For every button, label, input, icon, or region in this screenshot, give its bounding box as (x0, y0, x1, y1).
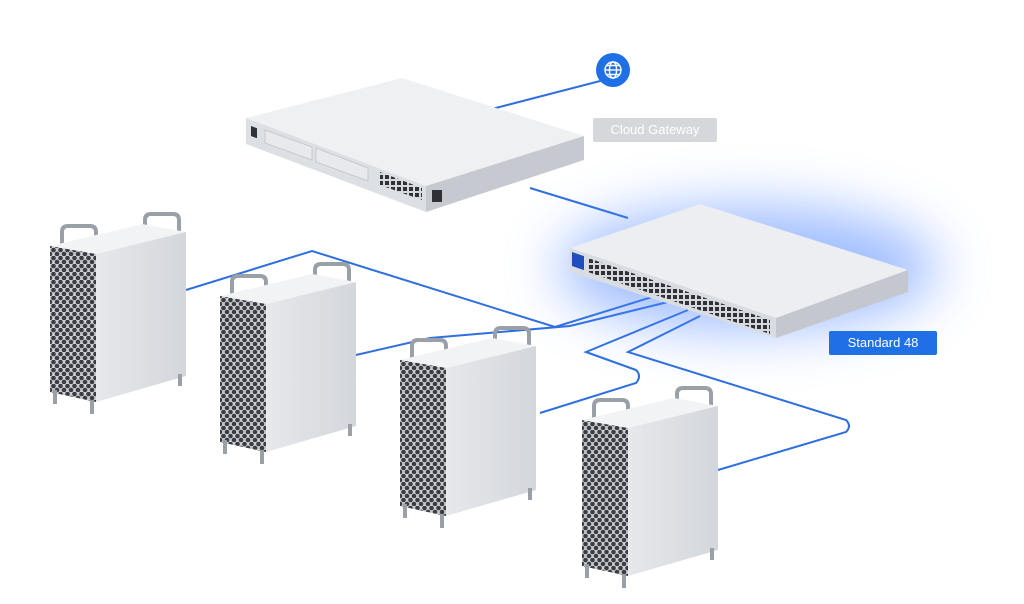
rack-gateway (246, 78, 584, 212)
globe-icon (596, 53, 630, 87)
link-switch-ws4 (625, 315, 850, 471)
link-switch-ws3 (539, 309, 689, 414)
switch-label: Standard 48 (829, 331, 937, 355)
workstation-3 (398, 326, 538, 530)
workstation-1 (48, 212, 188, 416)
link-gateway-switch (529, 187, 629, 219)
link-switch-ws2 (355, 301, 669, 356)
workstation-2 (218, 262, 358, 466)
rack-switch-48 (558, 204, 938, 338)
link-internet-gateway (487, 79, 605, 111)
link-switch-ws1 (185, 249, 653, 329)
network-links (185, 79, 850, 471)
workstation-4 (580, 386, 720, 590)
gateway-label: Cloud Gateway (593, 118, 717, 142)
